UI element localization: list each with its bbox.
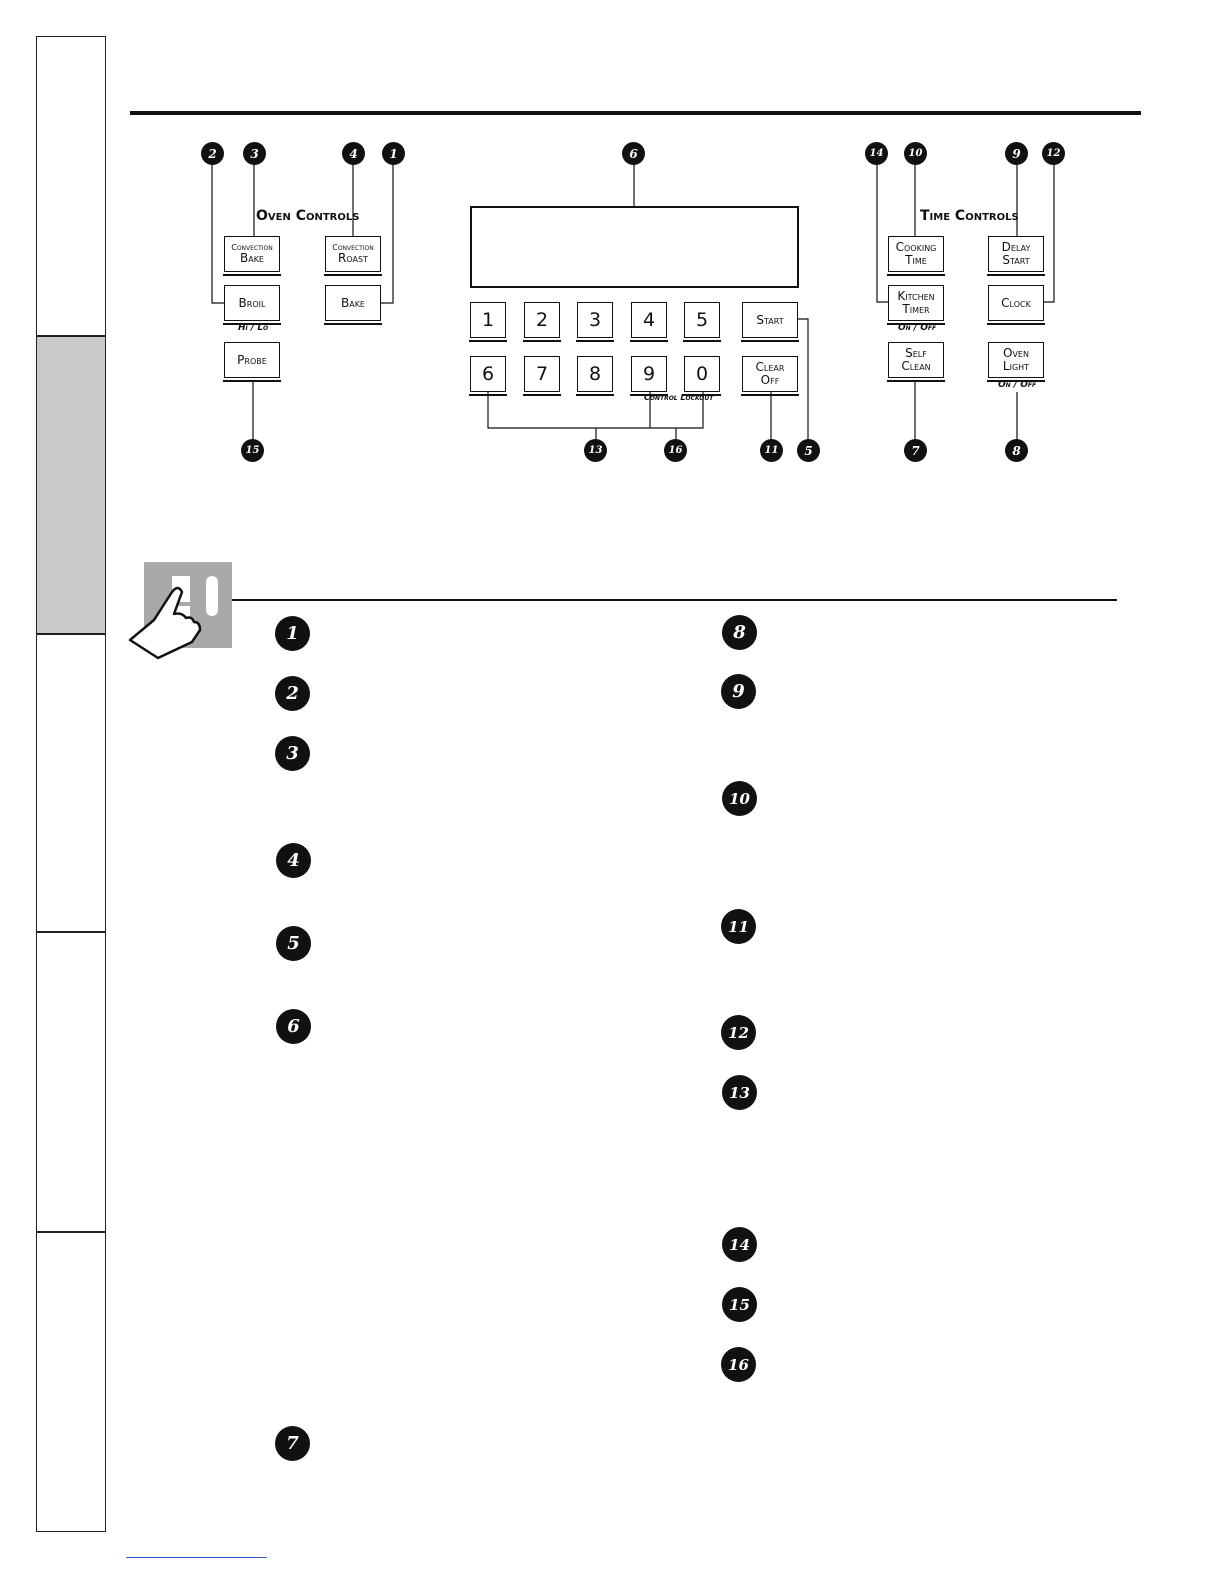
callout-2: 2 [201, 142, 224, 165]
cooking-label: Cooking [895, 240, 937, 254]
key-8[interactable]: 8 [576, 356, 614, 396]
list-badge-3: 3 [275, 736, 310, 771]
kitchen-timer-on-off-label: On / Off [898, 323, 937, 333]
kitchen-label: Kitchen [897, 289, 935, 303]
oven-display [470, 206, 799, 288]
callout-11: 11 [760, 439, 783, 462]
callout-5: 5 [797, 439, 820, 462]
probe-button[interactable]: Probe [223, 342, 281, 382]
convection-roast-small: Convection [332, 243, 374, 252]
callout-15: 15 [241, 439, 264, 462]
time-label: Time [905, 253, 927, 267]
key-0[interactable]: 0 [683, 356, 721, 396]
list-badge-16: 16 [721, 1347, 756, 1382]
list-badge-10: 10 [722, 781, 757, 816]
callout-6: 6 [622, 142, 645, 165]
footer-link-underline[interactable] [126, 1557, 267, 1558]
list-badge-13: 13 [722, 1075, 757, 1110]
hand-icon [128, 576, 218, 660]
key-3[interactable]: 3 [576, 302, 614, 342]
off-label: Off [760, 373, 780, 387]
broil-button[interactable]: Broil [223, 285, 281, 325]
convection-roast-large: Roast [338, 251, 368, 265]
list-badge-12: 12 [721, 1015, 756, 1050]
list-badge-15: 15 [722, 1287, 757, 1322]
key-7[interactable]: 7 [523, 356, 561, 396]
side-tab-3[interactable] [36, 634, 106, 932]
callout-7: 7 [904, 439, 927, 462]
list-badge-8: 8 [722, 615, 757, 650]
start-label: Start [756, 313, 784, 327]
broil-label: Broil [238, 296, 266, 310]
list-badge-14: 14 [722, 1227, 757, 1262]
list-badge-5: 5 [276, 926, 311, 961]
clean-label: Clean [901, 359, 931, 373]
callout-14: 14 [865, 142, 888, 165]
callout-1: 1 [382, 142, 405, 165]
touch-hand-icon [128, 562, 232, 660]
side-tab-5[interactable] [36, 1232, 106, 1532]
bake-button[interactable]: Bake [324, 285, 382, 325]
callout-8: 8 [1005, 439, 1028, 462]
key-6[interactable]: 6 [469, 356, 507, 396]
oven-light-oven-label: Oven [1003, 346, 1029, 360]
oven-light-light-label: Light [1002, 359, 1030, 373]
callout-3: 3 [243, 142, 266, 165]
callout-13: 13 [584, 439, 607, 462]
key-9[interactable]: 9 [630, 356, 668, 396]
clock-button[interactable]: Clock [987, 285, 1045, 325]
callout-9: 9 [1005, 142, 1028, 165]
list-badge-4: 4 [276, 843, 311, 878]
convection-bake-small: Convection [231, 243, 273, 252]
list-badge-9: 9 [721, 674, 756, 709]
probe-label: Probe [237, 353, 267, 367]
bake-label: Bake [340, 296, 365, 310]
list-badge-6: 6 [276, 1009, 311, 1044]
list-badge-7: 7 [275, 1426, 310, 1461]
clear-label: Clear [755, 360, 785, 374]
callout-16: 16 [664, 439, 687, 462]
list-badge-1: 1 [275, 616, 310, 651]
side-tab-1[interactable] [36, 36, 106, 336]
clock-label: Clock [1001, 296, 1031, 310]
convection-bake-large: Bake [239, 251, 264, 265]
self-label: Self [905, 346, 927, 360]
callout-12: 12 [1042, 142, 1065, 165]
delay-label: Delay [1001, 240, 1031, 254]
section-rule [232, 599, 1117, 601]
callout-10: 10 [904, 142, 927, 165]
broil-hi-lo-label: Hi / Lo [238, 323, 269, 333]
list-badge-2: 2 [275, 676, 310, 711]
delay-start-label: Start [1002, 253, 1030, 267]
key-1[interactable]: 1 [469, 302, 507, 342]
timer-label: Timer [902, 302, 930, 316]
control-lockout-label: Control Lockout [644, 393, 714, 402]
time-controls-label: Time Controls [920, 208, 1019, 224]
key-2[interactable]: 2 [523, 302, 561, 342]
side-tab-2[interactable] [36, 336, 106, 634]
oven-controls-label: Oven Controls [256, 208, 360, 224]
callout-4: 4 [342, 142, 365, 165]
start-button[interactable]: Start [741, 302, 799, 342]
list-badge-11: 11 [721, 909, 756, 944]
key-4[interactable]: 4 [630, 302, 668, 342]
top-rule [130, 111, 1141, 115]
key-5[interactable]: 5 [683, 302, 721, 342]
oven-light-on-off-label: On / Off [998, 380, 1037, 390]
side-tab-4[interactable] [36, 932, 106, 1232]
